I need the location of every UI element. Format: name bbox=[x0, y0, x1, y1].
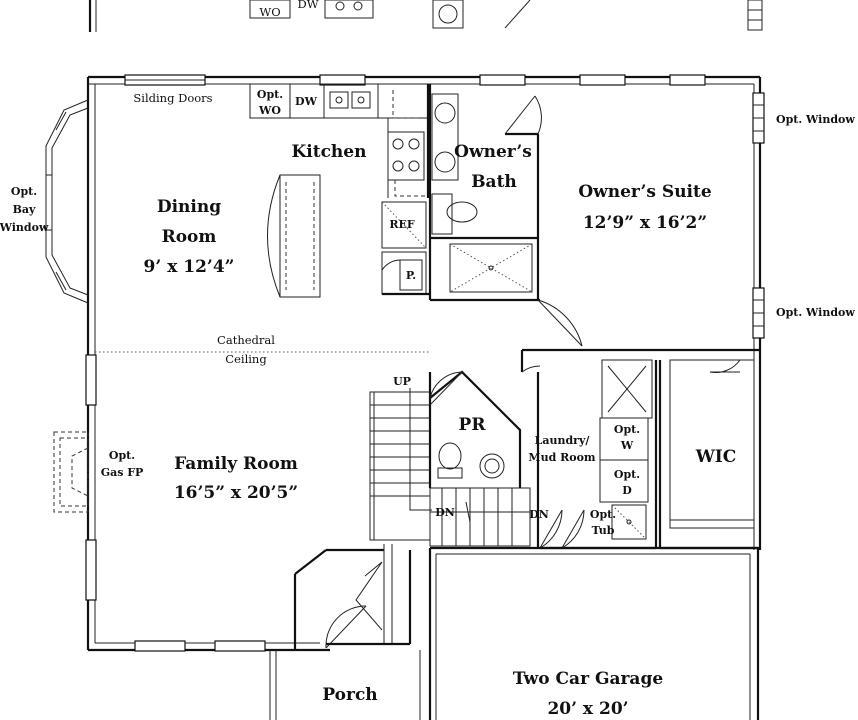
dw-label: DW bbox=[295, 95, 318, 108]
opt-w-label-2: W bbox=[620, 439, 634, 452]
foyer bbox=[293, 544, 412, 650]
top-dw-label: DW bbox=[297, 0, 318, 11]
opt-window-label-2: Opt. Window bbox=[776, 306, 855, 319]
dn-label-2: DN bbox=[529, 508, 549, 521]
opt-bay-label-3: Window bbox=[0, 221, 49, 234]
ref-label: REF bbox=[389, 218, 415, 231]
owners-suite-size: 12’9” x 16’2” bbox=[583, 213, 707, 233]
opt-w-label-1: Opt. bbox=[614, 423, 640, 436]
dn-label-1: DN bbox=[435, 506, 455, 519]
garage-size: 20’ x 20’ bbox=[547, 699, 628, 719]
opt-d-label-1: Opt. bbox=[614, 468, 640, 481]
opt-wo-label-2: WO bbox=[258, 104, 281, 117]
pr-label: PR bbox=[459, 415, 487, 435]
porch-area bbox=[269, 650, 421, 720]
opt-bay-label-1: Opt. bbox=[11, 185, 37, 198]
opt-bay-label-2: Bay bbox=[13, 203, 36, 216]
wic-label: WIC bbox=[695, 447, 737, 467]
cathedral-label-2: Ceiling bbox=[225, 352, 267, 366]
owners-bath-label-1: Owner’s bbox=[454, 142, 532, 162]
cathedral-label-1: Cathedral bbox=[217, 333, 275, 347]
owners-bath-area bbox=[428, 84, 542, 302]
stairs bbox=[369, 388, 531, 547]
family-room-size: 16’5” x 20’5” bbox=[174, 483, 298, 503]
dining-size: 9’ x 12’4” bbox=[144, 257, 235, 277]
opt-wo-label-1: Opt. bbox=[257, 88, 283, 101]
opt-gas-label-2: Gas FP bbox=[101, 466, 144, 479]
opt-tub-label-1: Opt. bbox=[590, 508, 616, 521]
opt-gas-label-1: Opt. bbox=[109, 449, 135, 462]
family-room-label: Family Room bbox=[174, 454, 298, 474]
powder-room bbox=[428, 370, 522, 488]
hallway bbox=[520, 299, 760, 372]
kitchen-label: Kitchen bbox=[292, 142, 367, 162]
dining-label-1: Dining bbox=[157, 197, 221, 217]
owners-suite-label: Owner’s Suite bbox=[578, 182, 712, 202]
garage-area bbox=[428, 546, 760, 720]
opt-window-label-1: Opt. Window bbox=[776, 113, 855, 126]
upper-plan-fragment: WO DW bbox=[88, 0, 763, 32]
garage-label: Two Car Garage bbox=[513, 669, 663, 689]
opt-d-label-2: D bbox=[622, 484, 632, 497]
owners-bath-label-2: Bath bbox=[471, 172, 517, 192]
dining-label-2: Room bbox=[162, 227, 217, 247]
porch-label: Porch bbox=[322, 685, 377, 705]
laundry-label-2: Mud Room bbox=[528, 451, 596, 464]
laundry-label-1: Laundry/ bbox=[535, 434, 591, 447]
opt-tub-label-2: Tub bbox=[592, 524, 615, 537]
fireplace bbox=[53, 431, 89, 513]
bay-window bbox=[45, 99, 89, 304]
up-label: UP bbox=[393, 375, 411, 388]
sliding-doors-label: Silding Doors bbox=[133, 91, 212, 105]
pantry-label: P. bbox=[406, 269, 416, 282]
exterior-walls bbox=[85, 74, 765, 652]
top-wo-label: WO bbox=[259, 5, 280, 19]
kitchen-area bbox=[249, 83, 430, 298]
